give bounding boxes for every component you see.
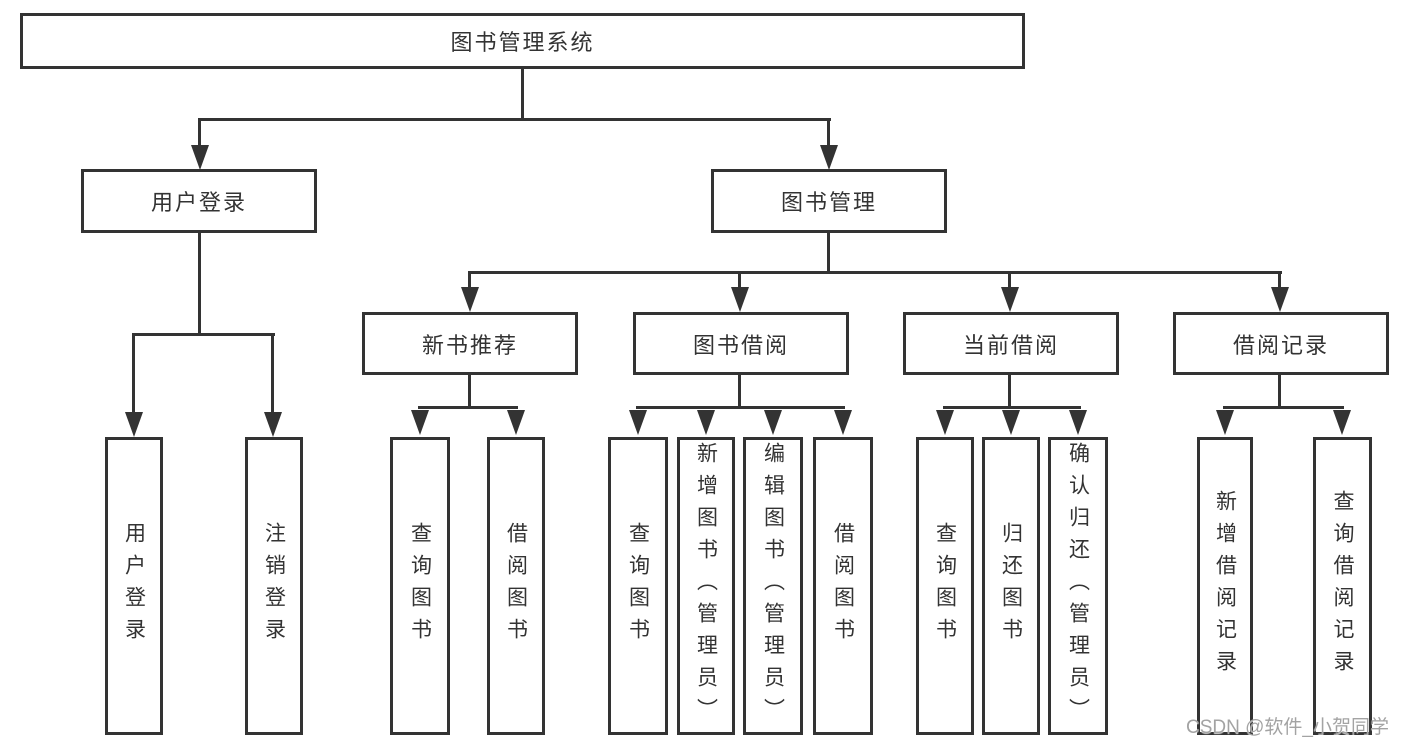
connector-line xyxy=(198,120,201,146)
leaf-user-login-label: 用户登录 xyxy=(122,522,146,650)
connector-line xyxy=(198,118,831,121)
connector-line xyxy=(1008,374,1011,409)
connector-line xyxy=(738,273,741,290)
arrow-down-icon xyxy=(461,287,479,312)
csdn-watermark: CSDN @软件_小贺同学 xyxy=(1186,717,1389,738)
node-book-management: 图书管理 xyxy=(711,169,947,233)
node-borrowing-records-label: 借阅记录 xyxy=(1232,332,1329,358)
leaf-cb-confirm-return-admin-label: 确认归还（管理员） xyxy=(1066,442,1090,730)
arrow-down-icon xyxy=(697,410,715,435)
node-book-management-label: 图书管理 xyxy=(780,190,877,215)
connector-line xyxy=(418,406,518,409)
arrow-down-icon xyxy=(1002,410,1020,435)
connector-line xyxy=(827,120,830,146)
connector-line xyxy=(132,335,135,415)
node-book-borrowing: 图书借阅 xyxy=(633,312,849,375)
node-library-system-label: 图书管理系统 xyxy=(450,30,595,55)
connector-line xyxy=(738,374,741,409)
leaf-bb-query-book: 查询图书 xyxy=(608,437,668,735)
leaf-cb-query-book-label: 查询图书 xyxy=(933,522,957,650)
leaf-logout-login: 注销登录 xyxy=(245,437,303,735)
leaf-br-add-record-label: 新增借阅记录 xyxy=(1213,490,1237,682)
leaf-logout-login-label: 注销登录 xyxy=(262,522,286,650)
leaf-cb-query-book: 查询图书 xyxy=(916,437,974,735)
leaf-bb-borrow-book: 借阅图书 xyxy=(813,437,873,735)
leaf-user-login: 用户登录 xyxy=(105,437,163,735)
node-user-login-label: 用户登录 xyxy=(150,190,247,215)
connector-line xyxy=(1278,273,1281,290)
connector-line xyxy=(1223,406,1344,409)
leaf-cb-confirm-return-admin: 确认归还（管理员） xyxy=(1048,437,1108,735)
connector-line xyxy=(636,406,845,409)
connector-line xyxy=(132,333,275,336)
arrow-down-icon xyxy=(1333,410,1351,435)
arrow-down-icon xyxy=(125,412,143,437)
arrow-down-icon xyxy=(764,410,782,435)
node-user-login: 用户登录 xyxy=(81,169,317,233)
connector-line xyxy=(1008,273,1011,290)
node-borrowing-records: 借阅记录 xyxy=(1173,312,1389,375)
leaf-br-add-record: 新增借阅记录 xyxy=(1197,437,1253,735)
arrow-down-icon xyxy=(820,145,838,170)
connector-line xyxy=(1278,374,1281,409)
arrow-down-icon xyxy=(936,410,954,435)
arrow-down-icon xyxy=(191,145,209,170)
leaf-cb-return-book-label: 归还图书 xyxy=(999,522,1023,650)
arrow-down-icon xyxy=(629,410,647,435)
node-new-book-recommend-label: 新书推荐 xyxy=(421,332,518,358)
arrow-down-icon xyxy=(411,410,429,435)
node-current-borrowing-label: 当前借阅 xyxy=(962,332,1059,358)
leaf-br-query-record: 查询借阅记录 xyxy=(1313,437,1372,735)
node-current-borrowing: 当前借阅 xyxy=(903,312,1119,375)
leaf-nb-query-book: 查询图书 xyxy=(390,437,450,735)
connector-line xyxy=(468,374,471,409)
connector-line xyxy=(468,271,1282,274)
leaf-br-query-record-label: 查询借阅记录 xyxy=(1331,490,1354,682)
node-book-borrowing-label: 图书借阅 xyxy=(692,332,789,358)
arrow-down-icon xyxy=(1271,287,1289,312)
leaf-bb-add-book-admin-label: 新增图书（管理员） xyxy=(694,442,718,730)
leaf-nb-borrow-book-label: 借阅图书 xyxy=(504,522,528,650)
node-new-book-recommend: 新书推荐 xyxy=(362,312,578,375)
leaf-bb-borrow-book-label: 借阅图书 xyxy=(831,522,855,650)
arrow-down-icon xyxy=(834,410,852,435)
connector-line xyxy=(198,232,201,336)
connector-line xyxy=(943,406,1081,409)
arrow-down-icon xyxy=(264,412,282,437)
arrow-down-icon xyxy=(1216,410,1234,435)
leaf-nb-borrow-book: 借阅图书 xyxy=(487,437,545,735)
leaf-bb-edit-book-admin-label: 编辑图书（管理员） xyxy=(761,442,785,730)
leaf-cb-return-book: 归还图书 xyxy=(982,437,1040,735)
node-library-system: 图书管理系统 xyxy=(20,13,1025,69)
connector-line xyxy=(827,232,830,274)
leaf-bb-edit-book-admin: 编辑图书（管理员） xyxy=(743,437,803,735)
leaf-nb-query-book-label: 查询图书 xyxy=(408,522,432,650)
arrow-down-icon xyxy=(1069,410,1087,435)
connector-line xyxy=(521,68,524,120)
arrow-down-icon xyxy=(1001,287,1019,312)
leaf-bb-query-book-label: 查询图书 xyxy=(626,522,650,650)
leaf-bb-add-book-admin: 新增图书（管理员） xyxy=(677,437,735,735)
connector-line xyxy=(271,335,274,415)
connector-line xyxy=(468,273,471,290)
arrow-down-icon xyxy=(507,410,525,435)
arrow-down-icon xyxy=(731,287,749,312)
